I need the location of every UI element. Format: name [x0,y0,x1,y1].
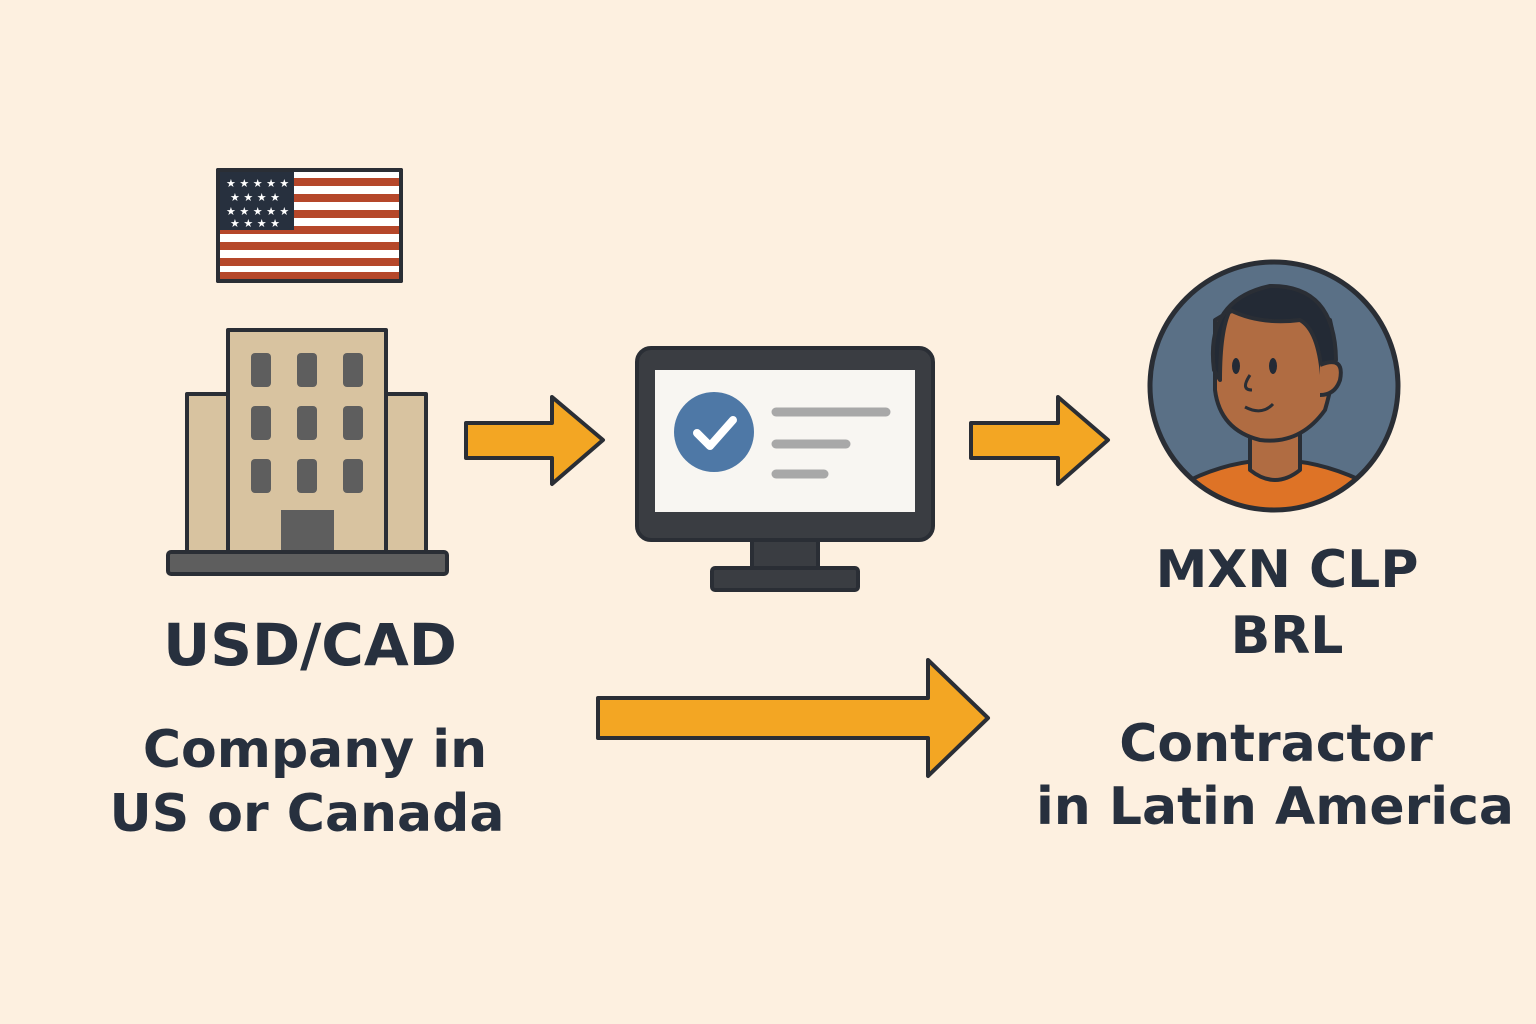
company-label-line1: Company in [142,720,488,780]
contractor-avatar-icon [1147,259,1401,513]
monitor-icon [635,346,935,592]
svg-text:★ ★ ★ ★: ★ ★ ★ ★ [230,191,280,204]
long-arrow-right-icon [596,658,990,778]
office-building-icon [166,328,449,576]
svg-text:★ ★ ★ ★: ★ ★ ★ ★ [230,217,280,230]
contractor-currency-line1: MXN CLP [1155,540,1419,600]
checkmark-icon [674,392,754,472]
arrow-right-icon [969,395,1110,486]
arrow-right-icon [464,395,605,486]
contractor-label-line2: in Latin America [1035,777,1515,837]
company-currency-label: USD/CAD [163,611,457,679]
svg-text:★ ★ ★ ★ ★: ★ ★ ★ ★ ★ [226,177,289,190]
contractor-label-line1: Contractor [1119,714,1433,774]
company-label-line2: US or Canada [109,784,505,844]
us-flag-icon: ★ ★ ★ ★ ★★ ★ ★ ★ ★ ★ ★ ★ ★★ ★ ★ ★ [216,168,403,283]
contractor-currency-line2: BRL [1230,606,1344,666]
svg-text:★ ★ ★ ★ ★: ★ ★ ★ ★ ★ [226,205,289,218]
